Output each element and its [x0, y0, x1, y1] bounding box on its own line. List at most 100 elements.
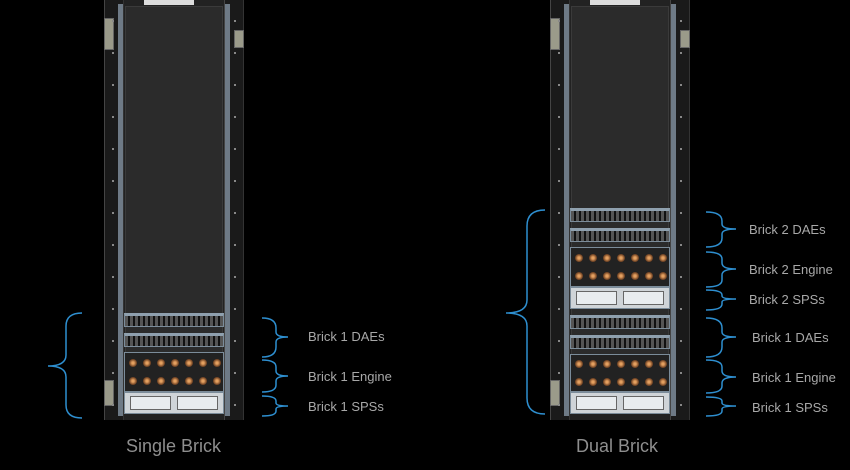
- rack-screw-icon: [558, 148, 560, 150]
- fan-icon: [213, 359, 221, 367]
- fan-icon: [129, 377, 137, 385]
- rack-screw-icon: [234, 404, 236, 406]
- rack-screw-icon: [234, 308, 236, 310]
- fan-icon: [157, 377, 165, 385]
- rack-screw-icon: [112, 404, 114, 406]
- rack-screw-icon: [680, 52, 682, 54]
- rack-screw-icon: [234, 20, 236, 22]
- brick2-dae-upper: [570, 208, 670, 222]
- dual-brick-rack: [550, 0, 690, 420]
- fan-icon: [171, 377, 179, 385]
- rack-screw-icon: [112, 148, 114, 150]
- rack-screw-icon: [234, 340, 236, 342]
- fan-icon: [645, 272, 653, 280]
- brick1-engine: [570, 354, 670, 392]
- rack-screw-icon: [558, 212, 560, 214]
- rack-screw-icon: [680, 20, 682, 22]
- right-brace-icon: [705, 396, 737, 417]
- rack-screw-icon: [234, 180, 236, 182]
- psu-icon: [176, 396, 219, 410]
- single-brick-rack: [104, 0, 244, 420]
- rack-screw-icon: [234, 52, 236, 54]
- fan-icon: [659, 360, 667, 368]
- rack-screw-icon: [680, 372, 682, 374]
- rack-screw-icon: [558, 276, 560, 278]
- single-brick1-spss-label: Brick 1 SPSs: [308, 399, 384, 414]
- fan-icon: [617, 272, 625, 280]
- rack-screw-icon: [558, 116, 560, 118]
- rack-screw-icon: [112, 212, 114, 214]
- right-brace-icon: [705, 359, 737, 394]
- rack-screw-icon: [558, 20, 560, 22]
- rack-screw-icon: [234, 116, 236, 118]
- left-brace-icon: [505, 209, 546, 415]
- psu-icon: [575, 396, 618, 410]
- fan-icon: [659, 272, 667, 280]
- dual-brick1-spss-label: Brick 1 SPSs: [752, 400, 828, 415]
- dual-brick2-daes-label: Brick 2 DAEs: [749, 222, 826, 237]
- dual-brick1-daes-label: Brick 1 DAEs: [752, 330, 829, 345]
- brick1-dae-upper: [124, 313, 224, 327]
- fan-icon: [645, 360, 653, 368]
- rack-screw-icon: [680, 308, 682, 310]
- fan-icon: [199, 359, 207, 367]
- fan-icon: [589, 360, 597, 368]
- fan-icon: [213, 377, 221, 385]
- fan-icon: [659, 254, 667, 262]
- right-brace-icon: [705, 317, 737, 358]
- hinge-icon: [104, 18, 114, 50]
- right-brace-icon: [261, 317, 289, 358]
- rack-screw-icon: [558, 180, 560, 182]
- brick1-sps: [570, 392, 670, 414]
- fan-icon: [645, 254, 653, 262]
- fan-icon: [589, 378, 597, 386]
- fan-icon: [631, 378, 639, 386]
- rack-screw-icon: [234, 148, 236, 150]
- fan-icon: [171, 359, 179, 367]
- fan-icon: [617, 378, 625, 386]
- rack-screw-icon: [112, 372, 114, 374]
- hinge-icon: [680, 30, 690, 48]
- rack-screw-icon: [680, 116, 682, 118]
- fan-icon: [589, 254, 597, 262]
- brick1-dae-upper: [570, 315, 670, 329]
- rack-screw-icon: [680, 340, 682, 342]
- rack-screw-icon: [234, 84, 236, 86]
- fan-icon: [143, 359, 151, 367]
- rack-rail-right: [225, 4, 230, 416]
- brick1-sps: [124, 392, 224, 414]
- rack-screw-icon: [680, 180, 682, 182]
- fan-icon: [575, 254, 583, 262]
- rack-screw-icon: [558, 372, 560, 374]
- rack-screw-icon: [112, 276, 114, 278]
- brick2-sps: [570, 287, 670, 309]
- fan-icon: [143, 377, 151, 385]
- hinge-icon: [104, 380, 114, 406]
- fan-icon: [631, 254, 639, 262]
- rack-screw-icon: [680, 404, 682, 406]
- rack-screw-icon: [680, 276, 682, 278]
- hinge-icon: [234, 30, 244, 48]
- psu-icon: [622, 396, 665, 410]
- fan-icon: [631, 360, 639, 368]
- brick1-dae-lower: [570, 335, 670, 349]
- rack-screw-icon: [112, 84, 114, 86]
- dual-brick2-engine-label: Brick 2 Engine: [749, 262, 833, 277]
- hinge-icon: [550, 18, 560, 50]
- rack-rail-left: [564, 4, 569, 416]
- fan-icon: [129, 359, 137, 367]
- brick1-dae-lower: [124, 333, 224, 347]
- rack-top-cap: [144, 0, 194, 5]
- rack-screw-icon: [112, 244, 114, 246]
- fan-icon: [185, 377, 193, 385]
- rack-screw-icon: [558, 404, 560, 406]
- brick2-engine: [570, 247, 670, 287]
- rack-screw-icon: [680, 148, 682, 150]
- single-brick-caption: Single Brick: [126, 436, 222, 456]
- fan-icon: [575, 272, 583, 280]
- psu-icon: [129, 396, 172, 410]
- dual-brick1-engine-label: Brick 1 Engine: [752, 370, 836, 385]
- fan-icon: [603, 378, 611, 386]
- rack-screw-icon: [558, 340, 560, 342]
